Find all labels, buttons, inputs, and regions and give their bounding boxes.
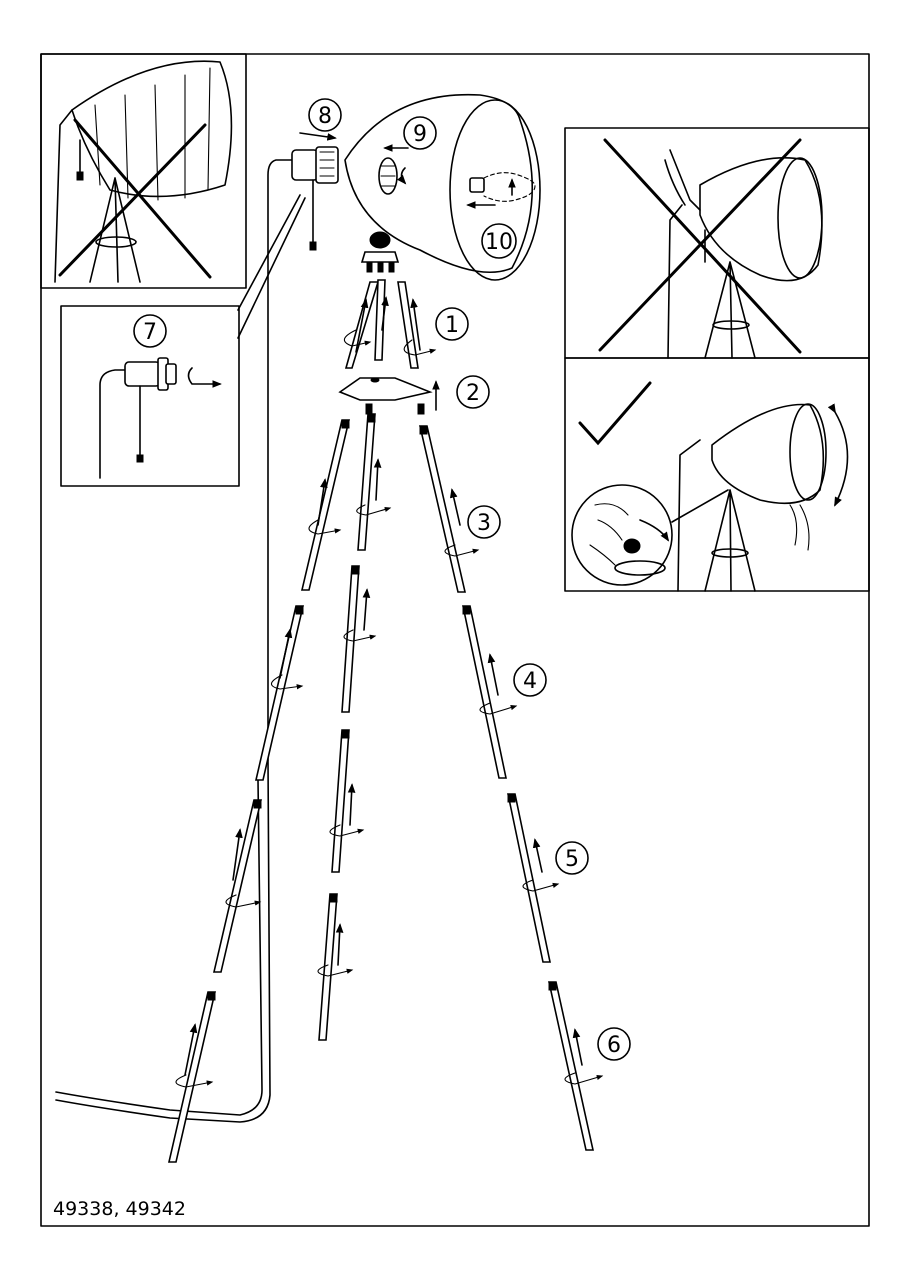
step-callout-8: 8 [308,98,342,132]
svg-text:9: 9 [413,122,427,147]
step6-leg-tubes [167,893,604,1163]
inset-socket-ring [60,305,240,487]
lamp-head [344,93,541,281]
tilt-joint [360,231,400,273]
model-numbers: 49338, 49342 [53,1198,186,1220]
step-callout-6: 6 [597,1027,631,1061]
inset-covered-lamp-wrong [40,53,247,289]
svg-text:6: 6 [607,1033,621,1058]
light-bulb [466,172,536,209]
step4-leg-tubes [254,565,518,781]
step-callout-2: 2 [456,375,490,409]
step1-top-tubes [343,279,437,369]
svg-text:5: 5 [565,847,579,872]
step-callout-10: 10 [481,223,517,259]
inset-touching-shade-wrong [564,127,870,359]
step3-leg-tubes [300,413,480,593]
step-callout-7: 7 [133,314,167,348]
check-mark-icon [578,381,652,446]
step2-tripod-hub [338,377,440,415]
svg-text:8: 8 [318,104,332,129]
step-callout-5: 5 [555,841,589,875]
step-callout-9: 9 [403,116,437,150]
svg-text:10: 10 [485,230,513,255]
svg-text:7: 7 [143,320,157,345]
step-callout-3: 3 [467,505,501,539]
svg-text:2: 2 [466,381,480,406]
inset-tilt-adjustment-correct [564,357,870,592]
svg-text:1: 1 [445,313,459,338]
lamp-socket-cable [55,132,339,1123]
page-frame [40,53,870,1227]
step5-leg-tubes [212,729,560,973]
svg-text:4: 4 [523,669,537,694]
step-callout-4: 4 [513,663,547,697]
step-callout-1: 1 [435,307,469,341]
callout-line [237,194,306,339]
svg-text:3: 3 [477,511,491,536]
cross-mark-icon [58,118,212,279]
cross-mark-icon [598,138,802,354]
